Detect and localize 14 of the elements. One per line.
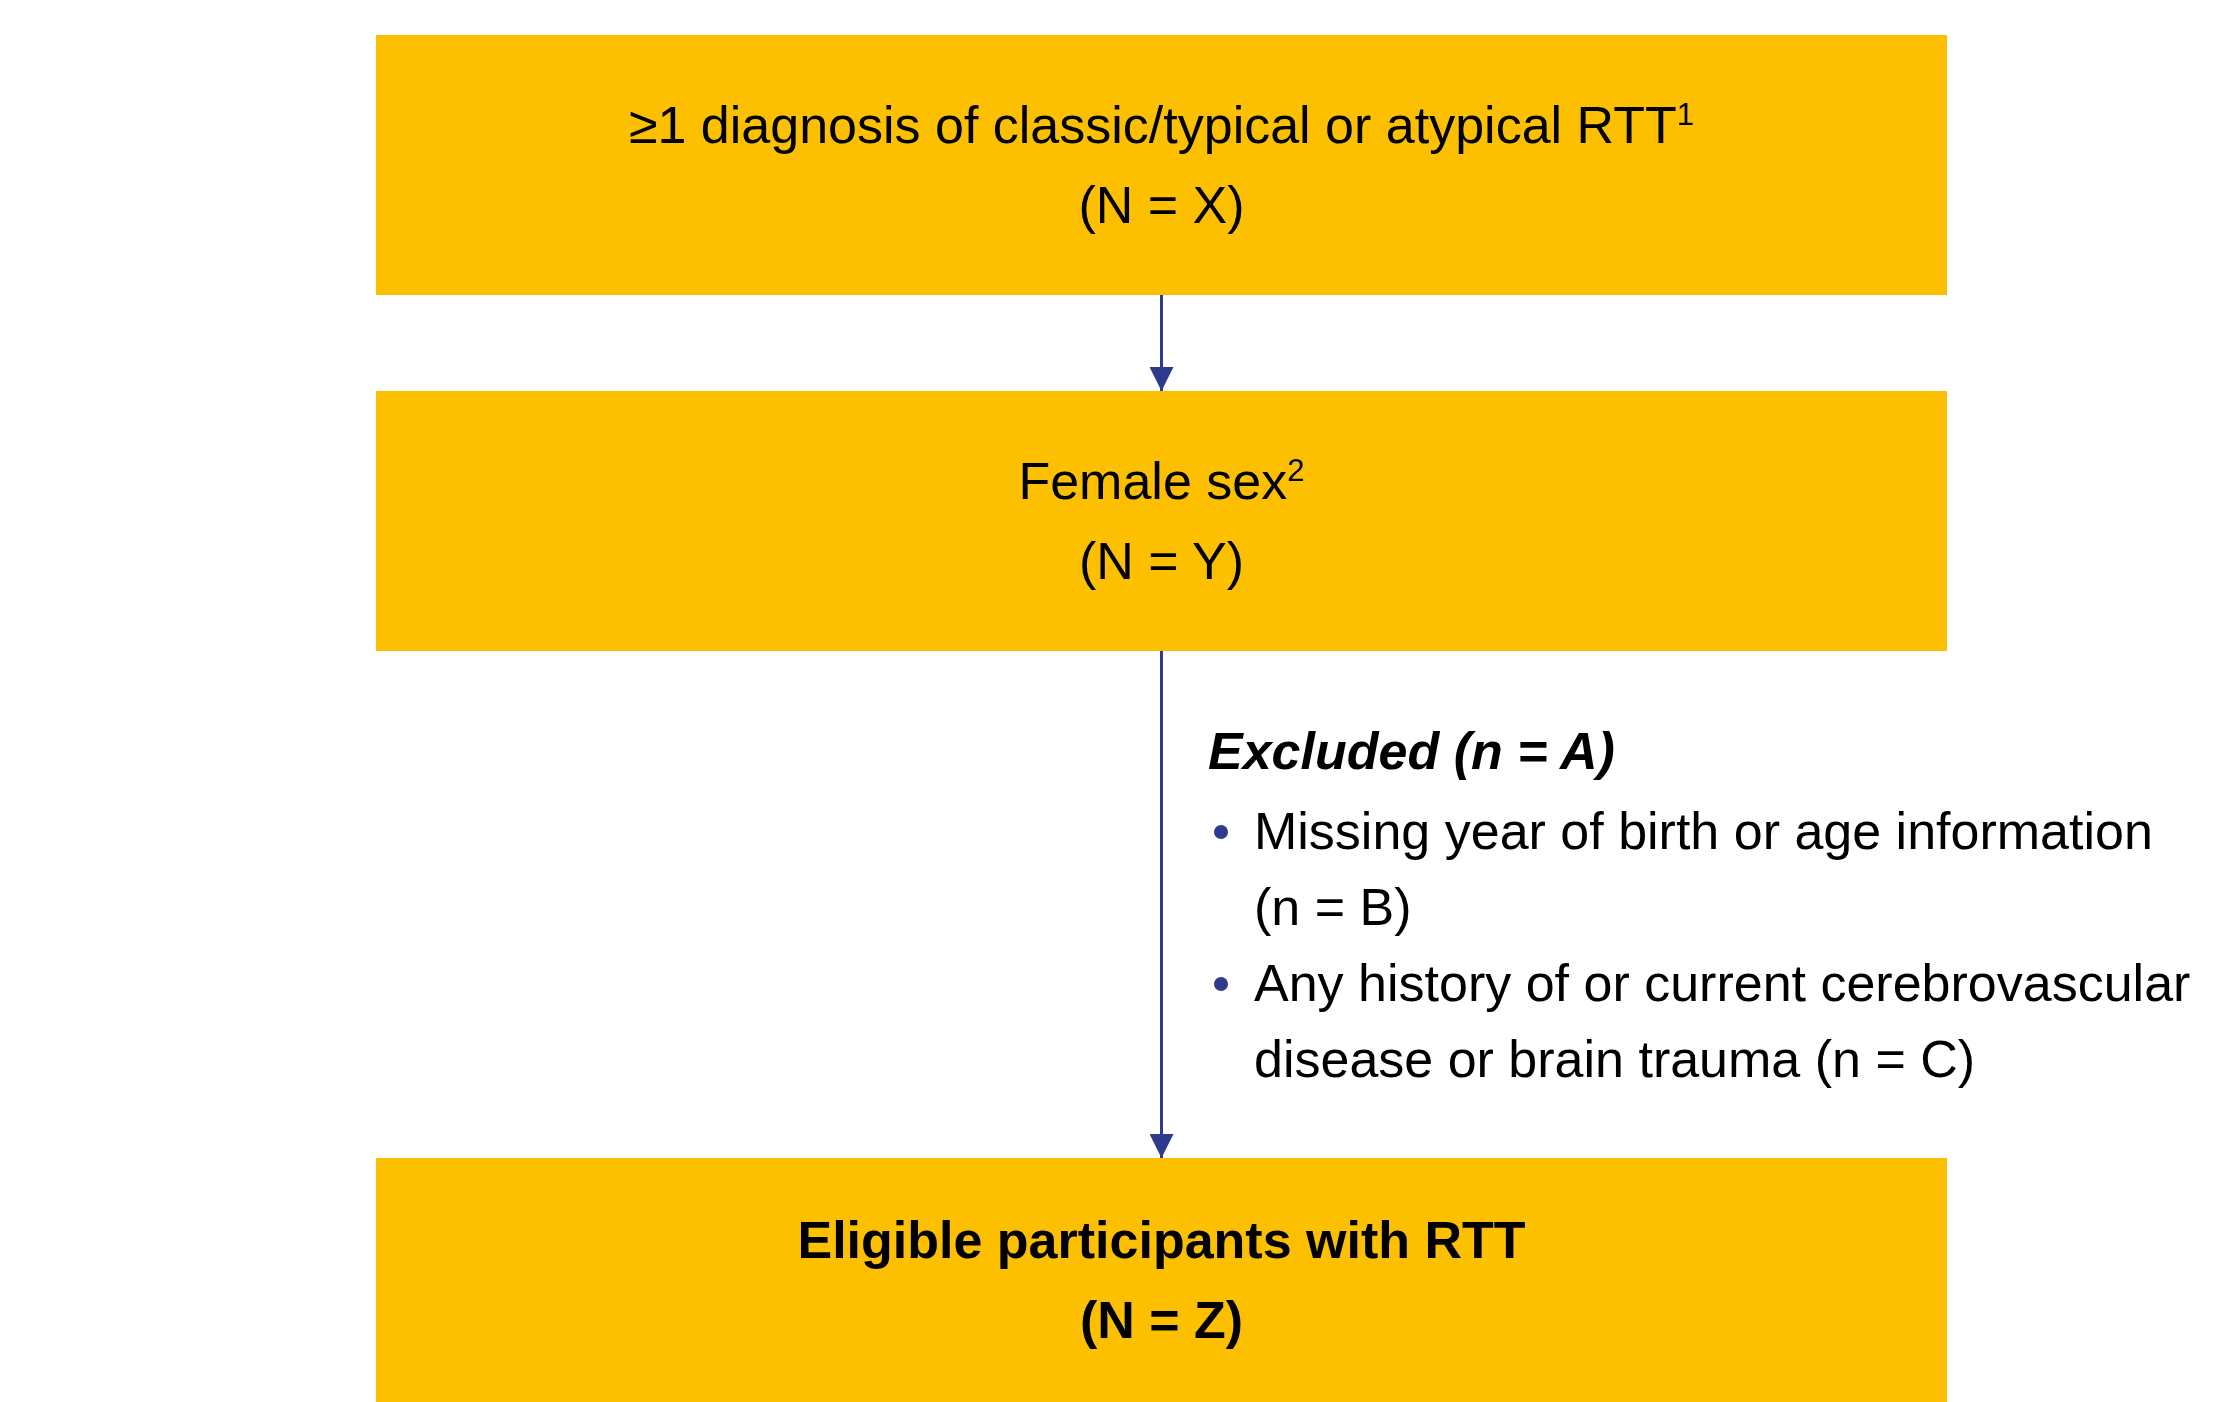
box-text: (N = Z) — [1079, 1290, 1244, 1351]
arrow — [1149, 651, 1174, 1158]
exclusion-item: Missing year of birth or age information (n = B) — [1254, 801, 2154, 938]
box-text: (N = Y) — [1078, 531, 1245, 592]
exclusion-heading: Excluded (n = A) — [1208, 721, 1616, 782]
box-text: Female sex$^{2}$ — [1018, 451, 1305, 512]
box-text: Eligible participants with RTT — [797, 1210, 1526, 1271]
exclusion-item: Any history of or current cerebrovascular disease or brain trauma (n = C) — [1254, 953, 2192, 1090]
process-box — [376, 391, 1947, 651]
process-box — [376, 1158, 1947, 1402]
box-text: ≥1 diagnosis of classic/typical or atypical RTT$^{1}$ — [628, 95, 1695, 156]
process-box — [376, 35, 1947, 295]
arrow — [1149, 295, 1174, 391]
box-text: (N = X) — [1078, 175, 1245, 236]
